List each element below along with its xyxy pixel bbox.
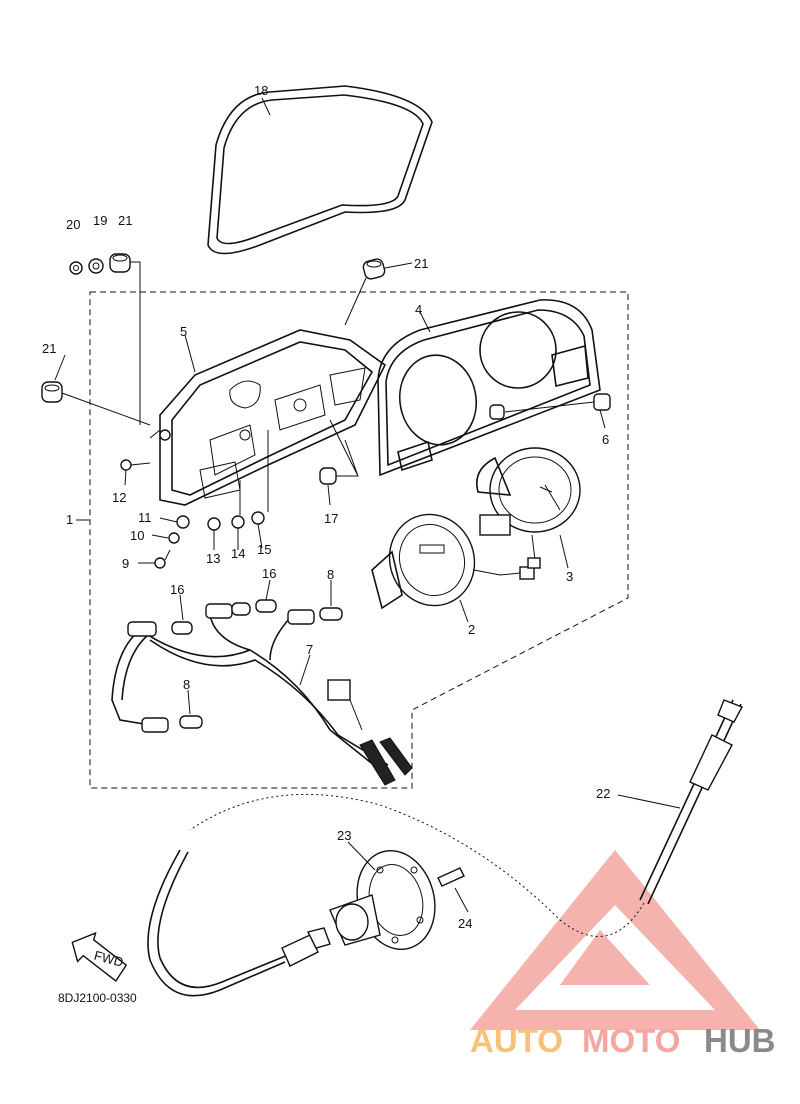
callout-5: 5 bbox=[180, 324, 187, 339]
callout-1: 1 bbox=[66, 512, 73, 527]
bulb-8b bbox=[179, 715, 203, 729]
callout-8-top: 8 bbox=[327, 567, 334, 582]
nut-11 bbox=[176, 515, 190, 529]
watermark-hub: HUB bbox=[704, 1022, 776, 1059]
diagram-code: 8DJ2100-0330 bbox=[58, 991, 137, 1005]
watermark-moto: MOTO bbox=[582, 1022, 680, 1059]
callout-3: 3 bbox=[566, 569, 573, 584]
fwd-arrow-icon bbox=[71, 931, 128, 982]
callout-10: 10 bbox=[130, 528, 144, 543]
speedometer bbox=[371, 513, 535, 610]
callout-13: 13 bbox=[206, 551, 220, 566]
watermark-auto: AUTO bbox=[470, 1022, 563, 1059]
callout-12: 12 bbox=[112, 490, 126, 505]
callout-24: 24 bbox=[458, 916, 472, 931]
callout-16-left: 16 bbox=[170, 582, 184, 597]
callout-21-right: 21 bbox=[414, 256, 428, 271]
callout-7: 7 bbox=[306, 642, 313, 657]
callout-20: 20 bbox=[66, 217, 80, 232]
callout-19: 19 bbox=[93, 213, 107, 228]
drive-pin-24 bbox=[437, 867, 465, 887]
grommet-21a bbox=[109, 253, 131, 273]
grommet-21b bbox=[362, 258, 386, 280]
callout-11: 11 bbox=[138, 510, 152, 525]
bulb-8a bbox=[319, 607, 343, 621]
callout-9: 9 bbox=[122, 556, 129, 571]
callout-23: 23 bbox=[337, 828, 351, 843]
bulb-socket-6 bbox=[593, 393, 611, 411]
watermark-logo bbox=[470, 850, 760, 1030]
callout-17: 17 bbox=[324, 511, 338, 526]
fwd-label: FWD bbox=[93, 948, 125, 970]
tachometer bbox=[476, 447, 581, 569]
leader-lines bbox=[54, 97, 681, 913]
callout-22: 22 bbox=[596, 786, 610, 801]
grommet-6b bbox=[489, 404, 505, 420]
callout-14: 14 bbox=[231, 546, 245, 561]
callout-15: 15 bbox=[257, 542, 271, 557]
bulb-16b bbox=[255, 599, 277, 613]
grommet-21c bbox=[41, 381, 63, 403]
callout-4: 4 bbox=[415, 302, 422, 317]
screw-9 bbox=[154, 549, 171, 569]
meter-housing bbox=[149, 329, 387, 506]
meter-cover bbox=[377, 299, 601, 477]
watermark-text: AUTO MOTO HUB bbox=[470, 1022, 776, 1059]
lens-gasket bbox=[207, 85, 433, 255]
washer-19 bbox=[88, 258, 104, 274]
callout-2: 2 bbox=[468, 622, 475, 637]
washer-13 bbox=[207, 517, 221, 531]
wiring-harness bbox=[111, 603, 413, 786]
nut-20 bbox=[69, 261, 83, 275]
callout-18: 18 bbox=[254, 83, 268, 98]
callout-8-bottom: 8 bbox=[183, 677, 190, 692]
callout-16-right: 16 bbox=[262, 566, 276, 581]
speedometer-cable bbox=[147, 699, 743, 997]
callout-21-left: 21 bbox=[42, 341, 56, 356]
bulb-16c bbox=[231, 602, 251, 616]
washer-15 bbox=[251, 511, 265, 525]
grommet-17 bbox=[319, 467, 337, 485]
bulb-16a bbox=[171, 621, 193, 635]
washer-10 bbox=[168, 532, 180, 544]
screw-12 bbox=[120, 459, 151, 471]
speedometer-gear-unit bbox=[329, 850, 436, 950]
nut-14 bbox=[231, 515, 245, 529]
callout-21-top: 21 bbox=[118, 213, 132, 228]
callout-6: 6 bbox=[602, 432, 609, 447]
